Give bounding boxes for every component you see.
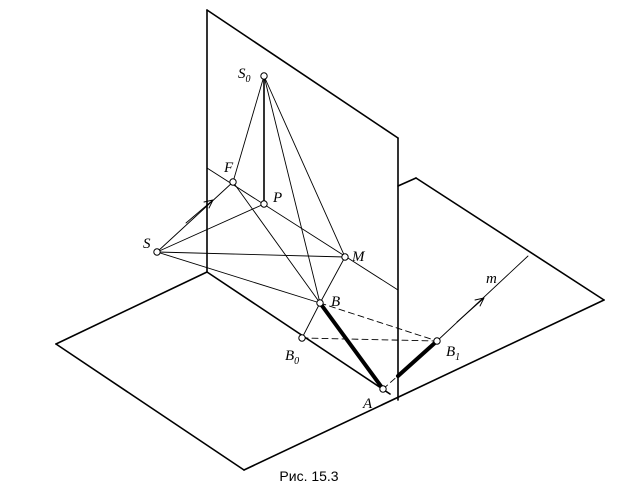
point-s xyxy=(153,248,161,256)
point-a xyxy=(379,385,387,393)
line-b-b1-dashed xyxy=(319,302,438,342)
line-s0-m xyxy=(263,75,346,258)
segment-a-b1 xyxy=(396,339,439,378)
horizon-line xyxy=(206,167,399,291)
ground-plane-right-front-edge xyxy=(243,299,605,471)
line-s-b xyxy=(156,251,321,304)
line-m-b xyxy=(319,256,346,304)
line-s-p xyxy=(156,203,265,253)
label-s: S xyxy=(143,236,151,252)
ground-plane-left-edge xyxy=(55,271,208,345)
line-b0-b1-dashed xyxy=(301,337,438,342)
label-b0: B0 xyxy=(285,348,299,367)
ground-plane-right-back-edge xyxy=(415,177,605,301)
direction-arrow-m xyxy=(456,297,485,323)
label-s0: S0 xyxy=(238,66,251,85)
direction-arrow-s xyxy=(185,199,214,224)
line-s-m xyxy=(156,251,346,258)
line-s0-b xyxy=(263,75,321,304)
point-b xyxy=(316,299,324,307)
label-a: A xyxy=(362,396,373,412)
label-m: M xyxy=(351,249,366,265)
line-f-b xyxy=(232,181,321,304)
line-a-b1-dashed xyxy=(382,373,401,390)
line-b-b0 xyxy=(301,302,321,339)
segment-a-b xyxy=(318,301,385,391)
label-b: B xyxy=(331,294,340,310)
point-s0 xyxy=(260,72,268,80)
ground-plane-back-edge xyxy=(397,177,417,187)
label-m-line: m xyxy=(486,271,497,287)
picture-plane-top-edge xyxy=(206,9,399,139)
ground-line xyxy=(206,271,391,395)
point-m xyxy=(341,253,349,261)
line-s0-f xyxy=(232,75,265,183)
point-f xyxy=(229,178,237,186)
figure-caption: Рис. 15.3 xyxy=(279,468,339,484)
point-b0 xyxy=(298,334,306,342)
point-p xyxy=(260,200,268,208)
point-b1 xyxy=(433,337,441,345)
ground-plane-front-edge xyxy=(55,343,245,471)
label-b1: B1 xyxy=(446,344,460,363)
label-f: F xyxy=(223,160,234,176)
label-p: P xyxy=(272,190,282,206)
line-s-f xyxy=(156,181,234,253)
